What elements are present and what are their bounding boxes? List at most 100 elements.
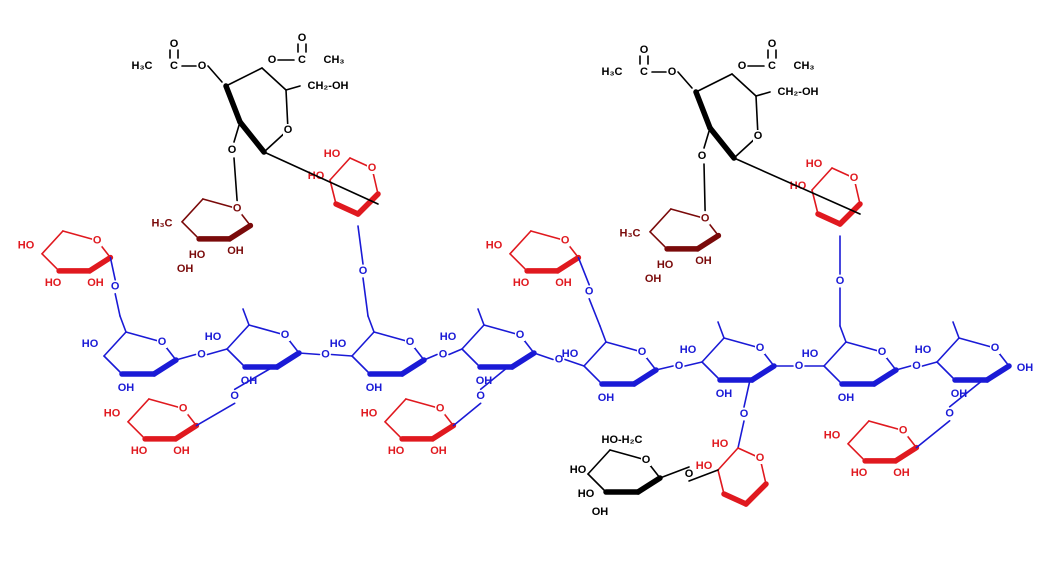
linkage-oxygen: O [698,150,707,162]
ring-back-bond [509,253,528,272]
bond [703,163,706,212]
linkage-bond [915,419,951,449]
ring-back-bond [695,73,733,93]
ring-back-bond [847,442,866,462]
glycosidic-bond [298,352,321,356]
linkage-oxygen: O [228,144,237,156]
glycosidic-bond [895,365,912,371]
glucan-backbone: OHOOHOHOOHOHOOHOHOOHOHOOHOHOOHOHOOHOHOOH… [82,308,1033,404]
hydroxyl: HO [570,464,587,476]
ring-oxygen: O [756,452,765,464]
ring-o-mask [435,402,446,415]
ester-oxygen: O [268,54,277,66]
linkage-oxygen: O [740,408,749,420]
linkage-oxygen: O [230,390,239,402]
ring-front-bond [815,211,843,227]
ring-oxygen: O [406,336,415,348]
ring-o-mask [232,202,243,215]
linkage-bond [357,225,364,265]
ring-back-bond [847,420,870,445]
hydroxyl: HO [712,438,729,450]
hydroxyl: HO [18,240,35,252]
ring-o-mask [515,329,525,341]
ring-back-bond [285,89,289,131]
ring-back-bond [823,341,847,367]
ring-front-bond [355,191,381,217]
linkage-bond [588,297,601,327]
ring-back-bond [717,447,739,471]
hydroxyl: HO [45,277,62,289]
hydroxyl: HO [104,408,121,420]
ring-front-bond [631,367,659,387]
ring-oxygen: O [638,346,647,358]
carbonyl-oxygen: O [640,44,649,56]
ring-oxygen: O [93,234,102,246]
ring-oxygen: O [561,234,570,246]
hydroxymethyl: CH₂-OH [778,86,819,98]
bond [755,91,771,97]
ring-o-mask [753,130,763,142]
linkage-bond [737,420,745,449]
ch2-bond [477,308,485,326]
ring-back-bond [226,324,250,350]
ch2-bond [119,315,127,333]
ring-o-mask [178,402,189,415]
hydroxyl: HO [486,240,503,252]
ring-oxygen: O [642,454,651,466]
linkage-bond [577,256,591,286]
ring-back-bond [958,337,996,349]
ring-front-bond [892,444,920,464]
glycosidic-bond [533,352,554,361]
ring-oxygen: O [756,342,765,354]
ring-back-bond [226,348,246,368]
linkage-bond [479,366,509,391]
glycosidic-oxygen: O [912,360,921,372]
ring-front-bond [984,363,1012,383]
ring-back-bond [587,449,611,475]
ring-back-bond [41,230,64,255]
ring-back-bond [384,398,407,423]
hydroxymethyl: CH₂-OH [308,80,349,92]
hydroxyl: HO [824,430,841,442]
ring-back-bond [823,365,843,385]
long-bond [733,157,861,215]
hydroxyl: OH [893,467,910,479]
carbonyl-carbon: C [640,66,648,78]
ring-back-bond [384,420,403,440]
linkage-bond [233,366,274,391]
hydroxyl: OH [592,506,609,518]
methyl: CH₃ [794,60,815,72]
ring-o-mask [755,342,765,354]
ring-o-mask [700,212,711,225]
ring-front-bond [223,83,243,125]
ch2-bond [839,325,847,343]
carbonyl-oxygen: O [298,32,307,44]
ch2-bond [717,321,725,339]
ring-o-mask [755,452,765,464]
ring-back-bond [811,189,819,215]
linkage-bond [114,292,121,317]
ring-back-bond [701,361,721,381]
ring-back-bond [351,355,371,375]
hydroxyl: HO [388,445,405,457]
ring-back-bond [329,179,337,205]
linkage-oxygen: O [685,468,694,480]
linkage-oxygen: O [359,265,368,277]
ring-back-bond [609,449,647,461]
ring-oxygen: O [878,346,887,358]
glycosidic-oxygen: O [321,348,330,360]
glycosidic-oxygen: O [795,360,804,372]
ring-o-mask [877,346,887,358]
hydroxyl: OH [695,255,712,267]
glycosidic-bond [448,348,463,356]
methyl: H₃C [152,218,173,230]
ring-front-bond [429,422,457,442]
hydroxyl: HO [189,249,206,261]
